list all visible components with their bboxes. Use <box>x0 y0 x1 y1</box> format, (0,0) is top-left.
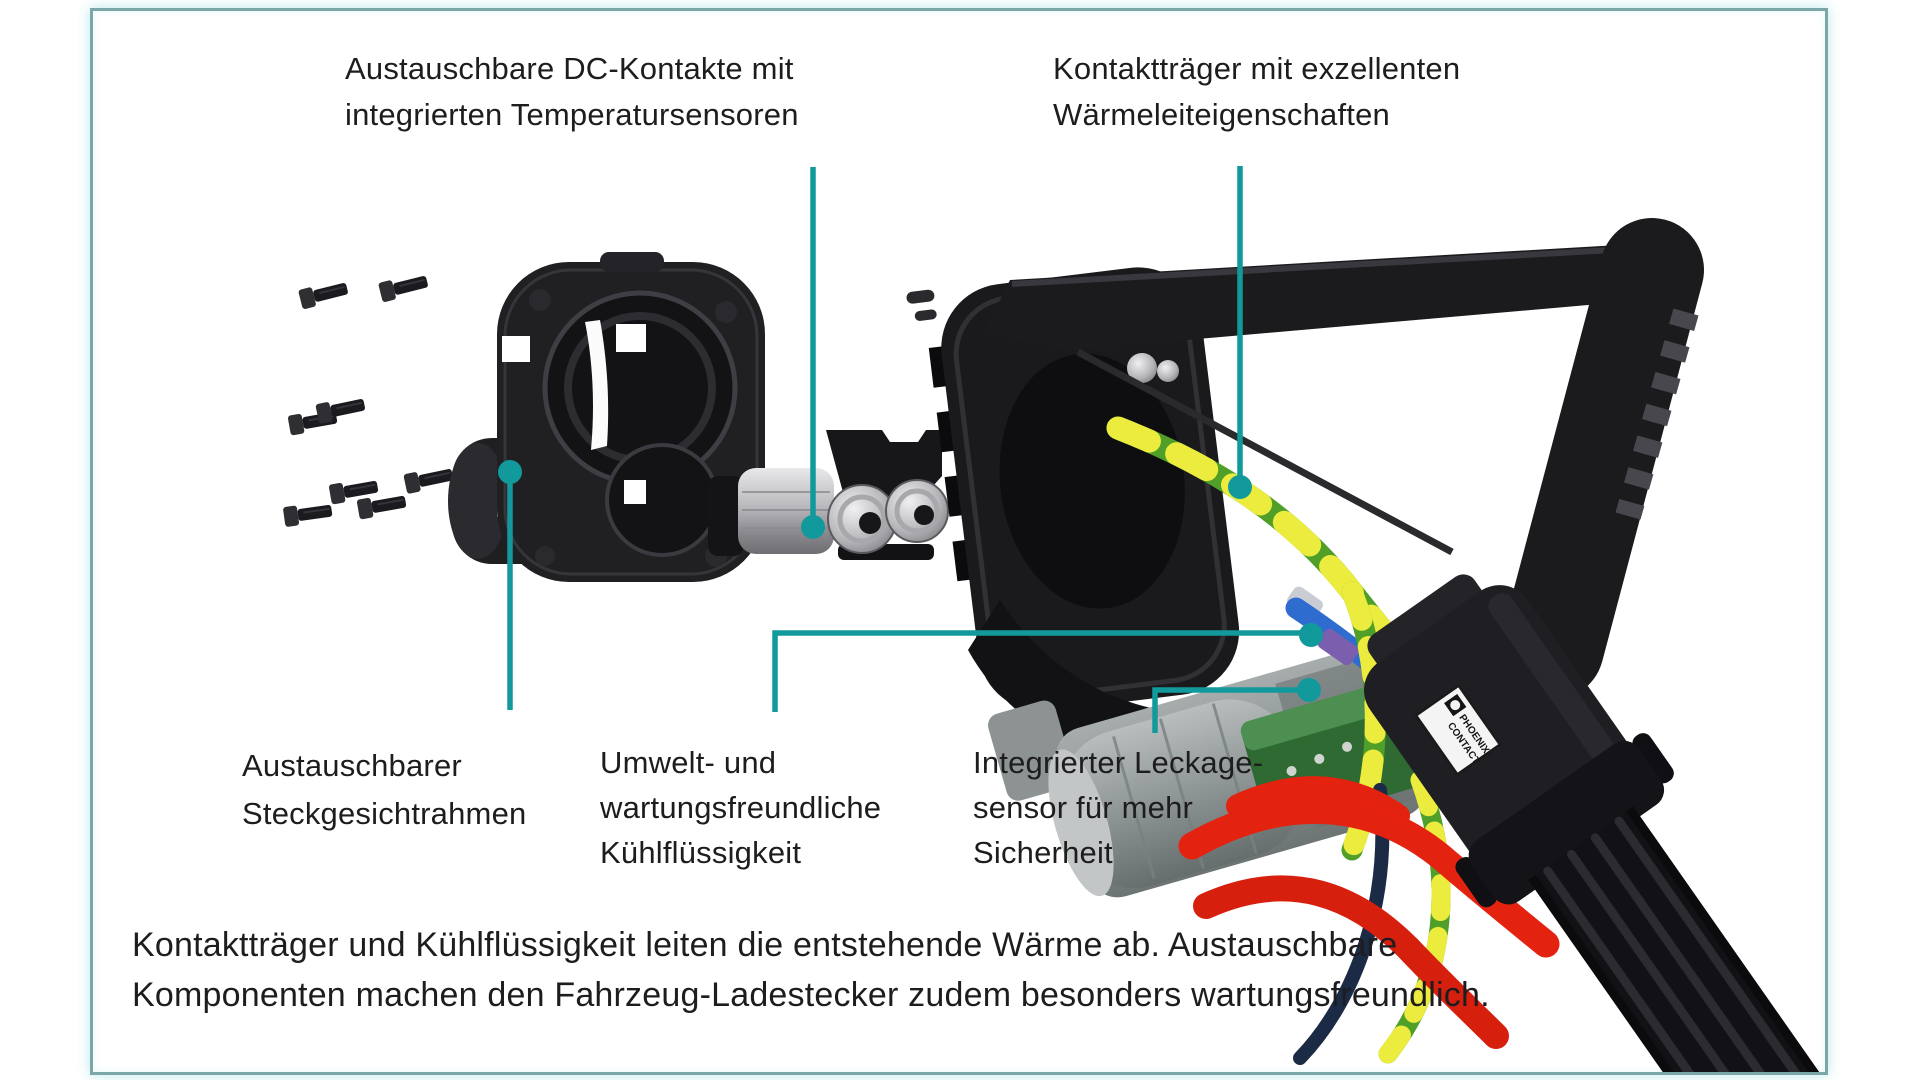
leader-coolant <box>772 630 1300 712</box>
screw <box>403 469 453 494</box>
handle-grip <box>1500 218 1704 700</box>
leader-dot-contact-carrier <box>1228 475 1252 499</box>
leader-leakage <box>1152 687 1298 733</box>
screw <box>283 504 333 527</box>
callout-line: Steckgesichtrahmen <box>242 796 527 831</box>
leader-lines <box>507 166 1300 733</box>
grip-ribs <box>1615 308 1699 520</box>
leader-dot-face-frame <box>498 460 522 484</box>
callout-line: Kontaktträger mit exzellenten <box>1053 51 1461 86</box>
sensor-connector <box>1317 628 1359 666</box>
callout-face-frame: Austauschbarer Steckgesichtrahmen <box>242 742 526 838</box>
screw <box>315 399 365 424</box>
screw <box>378 276 428 302</box>
leader-dots <box>498 460 1323 702</box>
caption-line: Kontaktträger und Kühlflüssigkeit leiten… <box>132 926 1398 964</box>
callout-line: Austauschbarer <box>242 748 462 783</box>
callout-line: Austauschbare DC-Kontakte mit <box>345 51 794 86</box>
callout-dc-contacts: Austauschbare DC-Kontakte mit integriert… <box>345 46 799 138</box>
callout-line: sensor für mehr <box>973 790 1194 825</box>
cable-gland <box>1364 574 1825 1072</box>
brand-label: PHOENIX CONTACT <box>1414 683 1502 777</box>
connector-body: PHOENIX CONTACT <box>906 218 1825 1072</box>
callout-line: wartungsfreundliche <box>600 790 882 825</box>
leader-dot-dc-contacts <box>801 515 825 539</box>
caption-line: Komponenten machen den Fahrzeug-Ladestec… <box>132 976 1490 1014</box>
screw <box>356 496 407 520</box>
screw <box>298 283 348 309</box>
housing-screw <box>1157 360 1179 382</box>
frame-border <box>90 8 1828 1075</box>
screw-set <box>283 276 453 527</box>
face-frame-part <box>448 252 765 582</box>
callout-contact-carrier: Kontaktträger mit exzellenten Wärmeleite… <box>1053 46 1460 138</box>
callout-line: Kühlflüssigkeit <box>600 835 802 870</box>
handle-beam <box>983 244 1668 350</box>
housing-screw <box>1127 353 1157 383</box>
leader-dot-coolant <box>1299 623 1323 647</box>
callout-line: Sicherheit <box>973 835 1113 870</box>
callout-line: Umwelt- und <box>600 745 777 780</box>
callout-line: integrierten Temperatursensoren <box>345 97 799 132</box>
screw <box>328 481 379 505</box>
callout-leakage: Integrierter Leckage- sensor für mehr Si… <box>973 740 1263 875</box>
dc-contacts-part <box>708 430 949 560</box>
callout-line: Integrierter Leckage- <box>973 745 1264 780</box>
caption-text: Kontaktträger und Kühlflüssigkeit leiten… <box>132 920 1490 1020</box>
callout-line: Wärmeleiteigenschaften <box>1053 97 1390 132</box>
red-wires <box>1178 776 1560 1049</box>
charging-cable <box>1528 806 1825 1072</box>
leader-dot-leakage <box>1297 678 1321 702</box>
callout-coolant: Umwelt- und wartungsfreundliche Kühlflüs… <box>600 740 881 875</box>
